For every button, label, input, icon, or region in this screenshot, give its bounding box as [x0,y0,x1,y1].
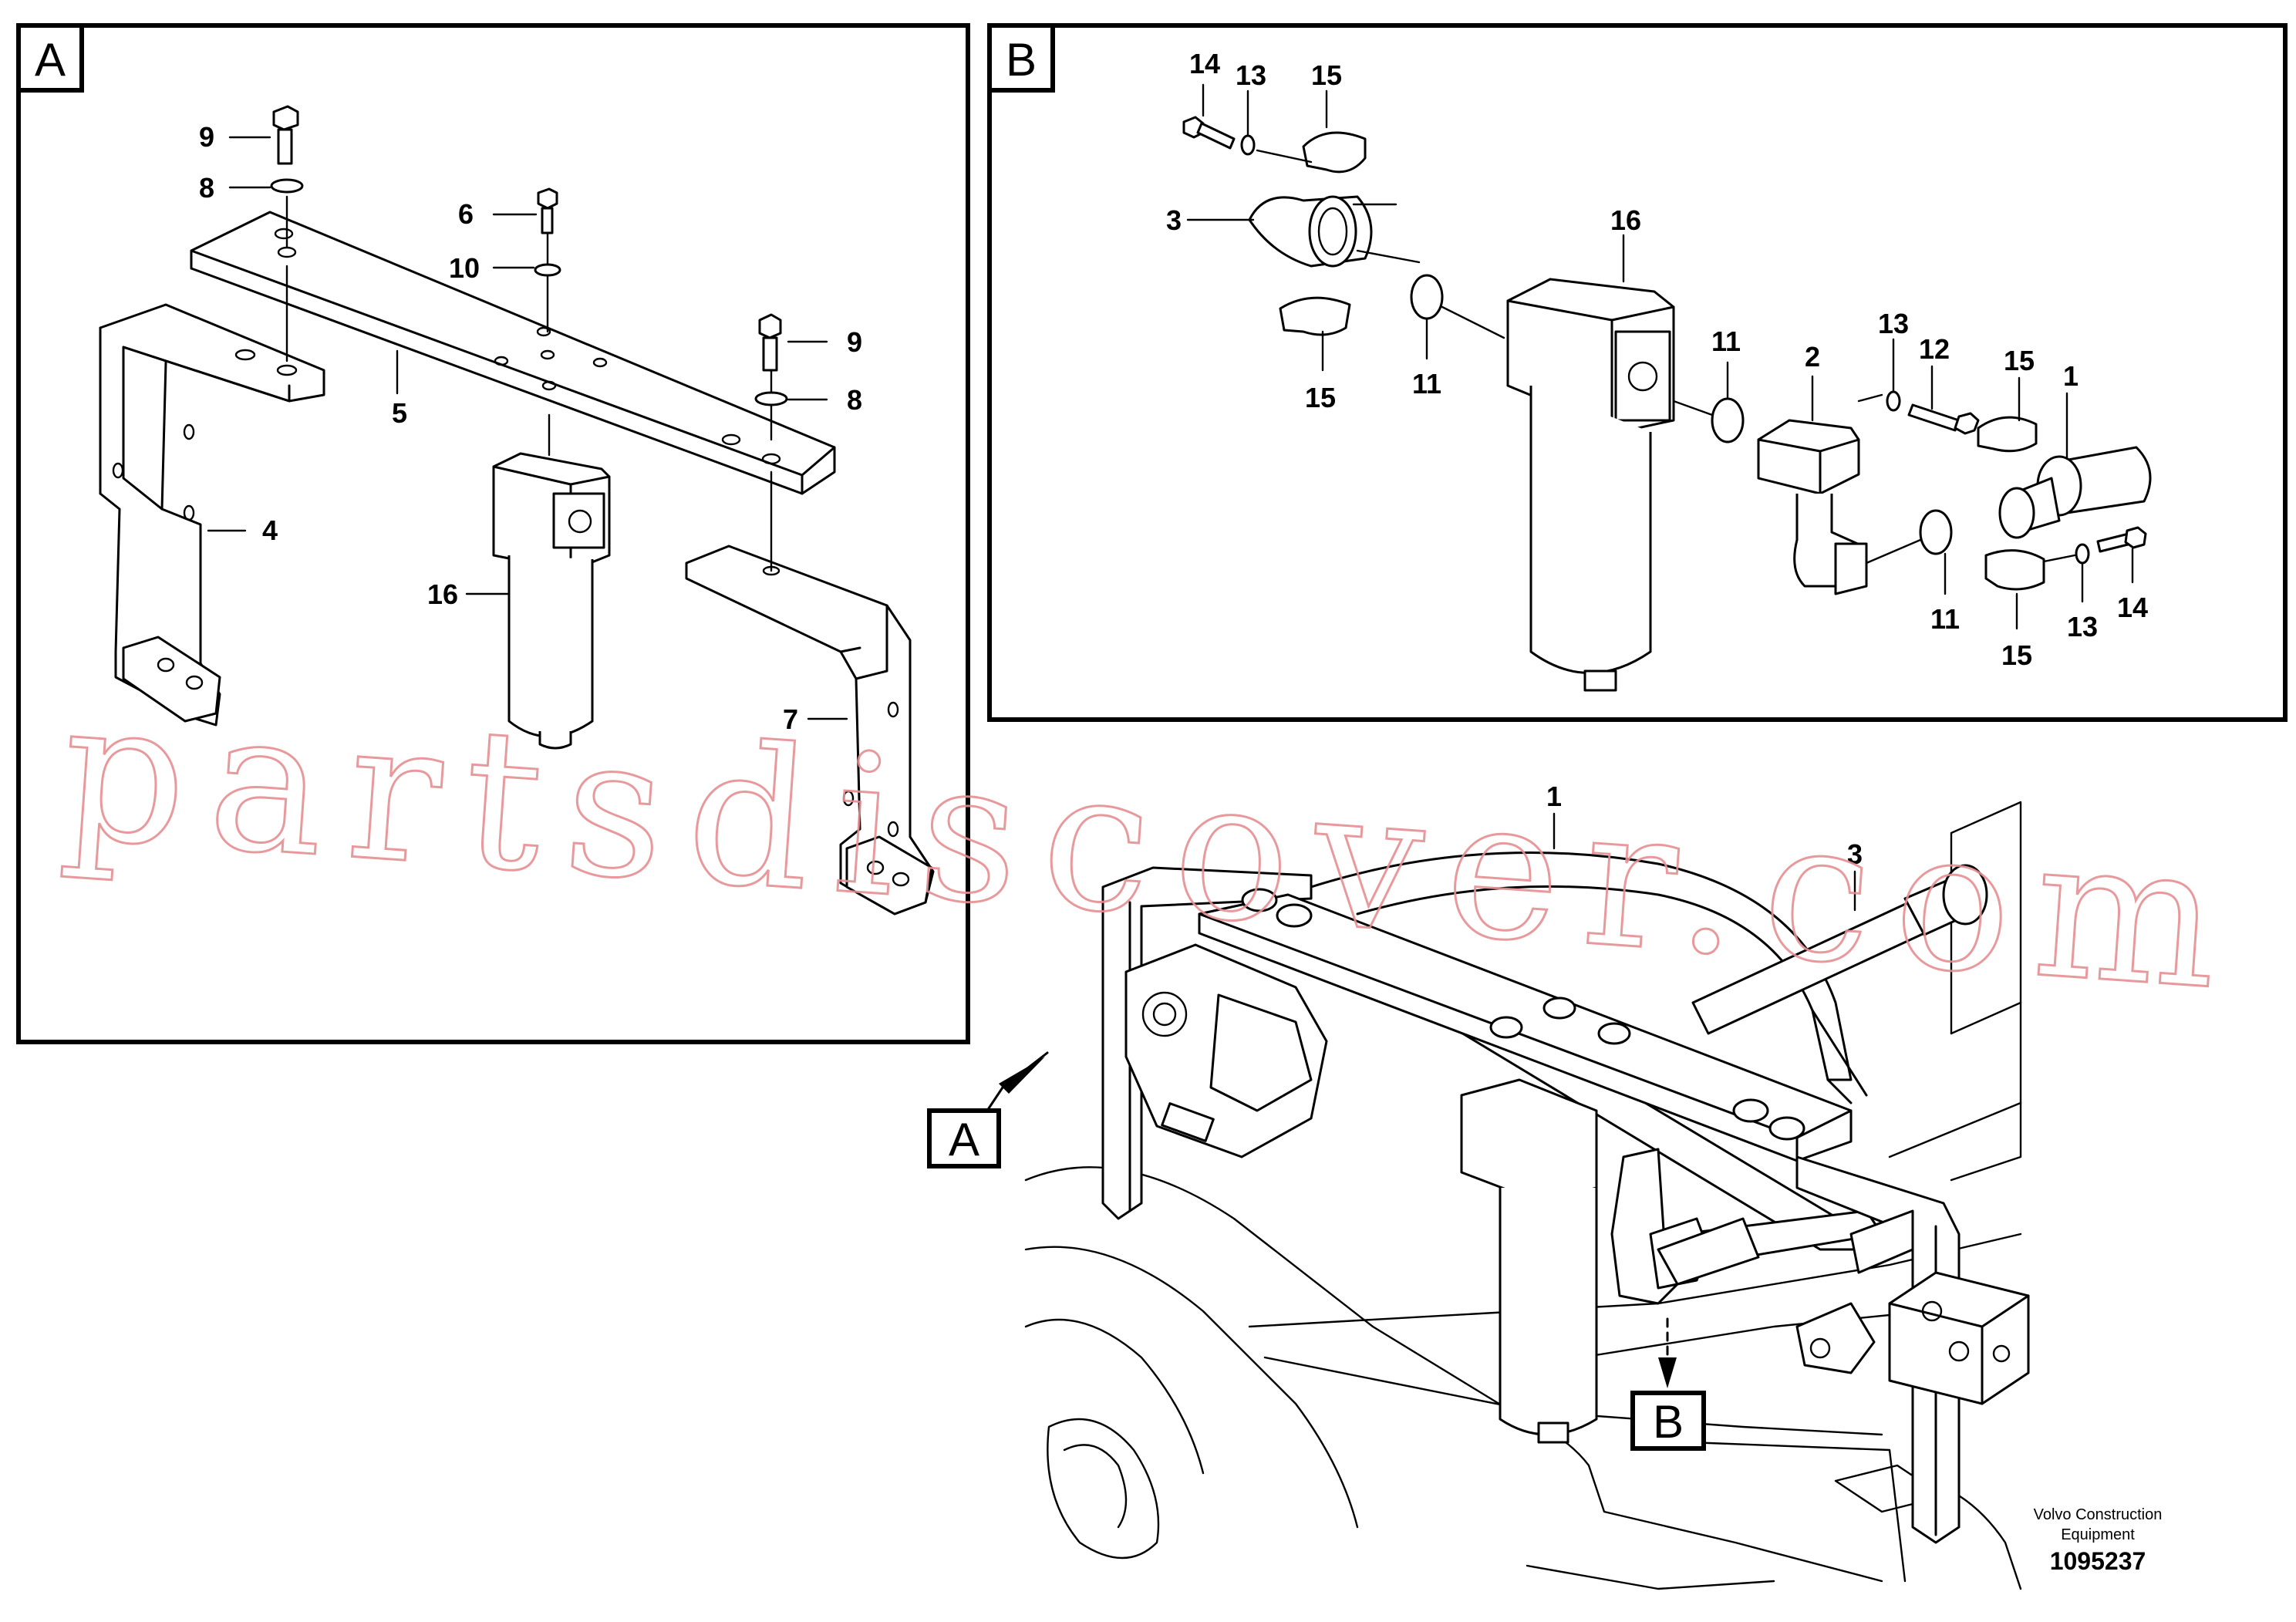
panel-b-label-box [987,23,1055,93]
callout-8-right: 8 [847,384,862,416]
o-ring-11-mid [1711,397,1745,443]
callout-13-mid: 13 [1878,308,1909,339]
callout-11-mid: 11 [1711,325,1741,357]
view-marker-b: B [1630,1317,1706,1451]
washer-8-top [270,178,304,194]
washer-13-mid [1886,390,1901,412]
left-bracket [99,303,325,727]
callout-1-main: 1 [1546,781,1562,812]
footer-company-line2: Equipment [2061,1526,2135,1543]
top-bracket-plate [190,211,836,495]
bolt-14-top [1182,116,1313,164]
bolt-6 [534,187,561,333]
drawing-number: 1095237 [2050,1547,2146,1575]
pipe-1 [1998,446,2152,539]
filter-housing-a [492,413,611,750]
assembly-filter [1460,1078,1760,1444]
svg-text:A: A [949,1114,979,1165]
pipe-elbow-3 [1248,195,1421,268]
assembly-right-block [1795,1271,2030,1405]
guide-line-b2 [1672,400,1714,416]
callout-7: 7 [783,703,798,735]
straight-pipe [1691,864,1988,1035]
panel-b-leaders [1186,83,2134,630]
callout-14-top: 14 [1189,48,1220,79]
right-bracket [685,545,935,916]
flange-half-15-low [1984,549,2045,591]
callout-2: 2 [1805,341,1820,373]
o-ring-11-low [1919,509,1953,555]
callout-8-top: 8 [199,172,214,204]
washer-13-top [1240,134,1256,156]
callout-15-left: 15 [1305,382,1336,413]
callout-16-b: 16 [1610,204,1641,236]
panel-b: B [987,23,2288,722]
view-marker-a: A [927,1051,1049,1168]
flange-half-15-right [1977,416,2038,453]
callout-3-b: 3 [1166,204,1182,236]
callout-15-top: 15 [1311,59,1342,91]
panel-a-label: A [35,34,66,86]
washer-10 [534,263,561,277]
callout-12: 12 [1919,333,1950,365]
panel-a-frame [16,23,970,1044]
callout-11-left: 11 [1412,368,1441,400]
washer-8-right [754,391,788,406]
o-ring-11-left [1410,274,1444,320]
bolt-9-top [270,105,304,248]
footer: Volvo Construction Equipment 1095237 [2034,1506,2163,1575]
callout-9-top: 9 [199,121,214,153]
callout-13-top: 13 [1236,59,1266,91]
callout-14-low: 14 [2117,592,2148,623]
callout-11-low: 11 [1930,603,1960,635]
bolt-14-low [2042,526,2147,565]
washer-13-low [2075,543,2090,565]
guide-line-b1 [1441,305,1505,339]
guide-line-b3 [1865,538,1922,565]
panel-b-frame [987,23,2288,722]
footer-company-line1: Volvo Construction [2034,1506,2163,1523]
callout-16-a: 16 [427,578,458,610]
filter-housing-b [1506,278,1675,692]
callout-10: 10 [449,252,480,284]
callout-15-right: 15 [2004,345,2035,376]
callout-15-low: 15 [2001,639,2032,671]
panel-a: A [16,23,970,1044]
adapter-block-2 [1757,419,1868,595]
bolt-12 [1857,390,1980,435]
panel-a-leaders [207,136,848,720]
callout-9-right: 9 [847,326,862,358]
assembly-view: 1 3 A B [927,781,2030,1590]
panel-a-label-box [16,23,84,93]
callout-3-main: 3 [1847,838,1863,870]
assembly-bolts [1241,888,1805,1141]
assembly-filter-head-left [1124,943,1328,1158]
callout-1-b: 1 [2063,360,2079,392]
panel-b-label: B [1006,34,1037,86]
callout-4: 4 [262,514,278,546]
callout-5: 5 [392,397,407,429]
flange-half-15-top [1302,131,1367,174]
bolt-9-right [754,313,788,572]
svg-text:B: B [1653,1396,1684,1448]
flange-half-15-left [1279,296,1351,336]
callout-6: 6 [458,198,474,230]
callout-13-low: 13 [2067,611,2098,642]
